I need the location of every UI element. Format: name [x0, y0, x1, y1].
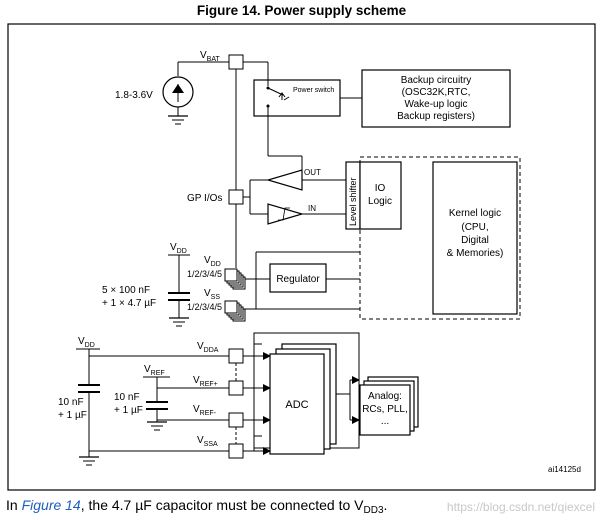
caps-vref-line-2: + 1 µF	[114, 405, 143, 416]
kernel-line-3: Digital	[461, 235, 489, 246]
in-label: IN	[308, 204, 316, 213]
analog-capacitor-icon	[78, 384, 100, 393]
power-supply-diagram: VBAT 1.8-3.6V Power switch Backup circui…	[7, 23, 596, 491]
backup-line-2: (OSC32K,RTC,	[402, 87, 471, 98]
backup-line-1: Backup circuitry	[401, 75, 472, 86]
caps-analog-line-1: 10 nF	[58, 397, 84, 408]
io-logic-box	[359, 161, 402, 230]
vref-capacitor-icon	[146, 401, 168, 410]
analog-line-2: RCs, PLL,	[362, 404, 408, 415]
out-label: OUT	[304, 168, 321, 177]
vdd-pin-stack	[224, 268, 246, 290]
vdd-left-label: VDD	[170, 242, 187, 255]
vdd-domain-region	[359, 156, 521, 320]
regulator-label: Regulator	[276, 274, 320, 285]
figure-link[interactable]: Figure 14	[21, 497, 81, 513]
vss-pins-num: 1/2/3/4/5	[187, 302, 222, 312]
analog-line-1: Analog:	[368, 391, 402, 402]
battery-range: 1.8-3.6V	[115, 90, 153, 101]
vssa-pin	[228, 443, 244, 459]
adc-label: ADC	[285, 399, 308, 411]
ground-icon	[147, 421, 167, 431]
watermark: https://blog.csdn.net/qiexcel	[446, 500, 595, 514]
vss-pin-stack	[224, 300, 246, 322]
adc-block	[269, 343, 337, 455]
caps-vref-line-1: 10 nF	[114, 392, 140, 403]
ground-icon	[79, 456, 99, 466]
figure-title: Figure 14. Power supply scheme	[196, 3, 407, 18]
power-switch-box	[253, 79, 341, 117]
vref-minus-label: VREF-	[193, 404, 217, 417]
vbat-pin	[228, 54, 244, 70]
analog-periph-block	[359, 376, 419, 436]
vss-pins-label: VSS	[204, 288, 220, 301]
ground-icon	[168, 115, 188, 125]
kernel-line-1: Kernel logic	[449, 208, 501, 219]
vdd-pins-label: VDD	[204, 255, 221, 268]
kernel-line-4: & Memories)	[447, 248, 504, 259]
vdd-pins-num: 1/2/3/4/5	[187, 269, 222, 279]
vref-plus-label: VREF+	[193, 375, 218, 388]
power-switch-label: Power switch	[293, 87, 334, 94]
vref-minus-pin	[228, 412, 244, 428]
gpio-pin	[228, 189, 244, 205]
main-capacitor-icon	[168, 292, 190, 301]
caps-main-line-2: + 1 × 4.7 µF	[102, 298, 156, 309]
vdda-label: VDDA	[197, 341, 219, 354]
kernel-line-2: (CPU,	[461, 222, 488, 233]
switch-icon	[266, 80, 290, 116]
input-buffer-icon	[267, 203, 305, 225]
vref-label: VREF	[144, 364, 165, 377]
caption: In Figure 14, the 4.7 µF capacitor must …	[6, 497, 388, 516]
vssa-label: VSSA	[197, 435, 218, 448]
figure-ref-id: ai14125d	[548, 465, 581, 474]
vdda-pin	[228, 348, 244, 364]
outer-frame	[7, 23, 596, 491]
gpio-label: GP I/Os	[187, 193, 222, 204]
analog-line-3: ...	[381, 416, 389, 427]
vbat-label: VBAT	[200, 50, 220, 63]
vref-plus-pin	[228, 380, 244, 396]
regulator-box	[269, 263, 327, 293]
level-shifter-label: Level shifter	[348, 177, 358, 226]
ground-icon	[169, 317, 189, 327]
caps-main-line-1: 5 × 100 nF	[102, 285, 150, 296]
backup-line-4: Backup registers)	[397, 111, 475, 122]
caps-analog-line-2: + 1 µF	[58, 410, 87, 421]
kernel-logic-box	[432, 161, 518, 315]
output-buffer-icon	[265, 169, 303, 191]
backup-line-3: Wake-up logic	[405, 99, 468, 110]
backup-circuitry-box	[361, 69, 511, 128]
io-logic-line-1: IO	[375, 183, 386, 194]
io-logic-line-2: Logic	[368, 196, 392, 207]
vdd-adc-label: VDD	[78, 336, 95, 349]
